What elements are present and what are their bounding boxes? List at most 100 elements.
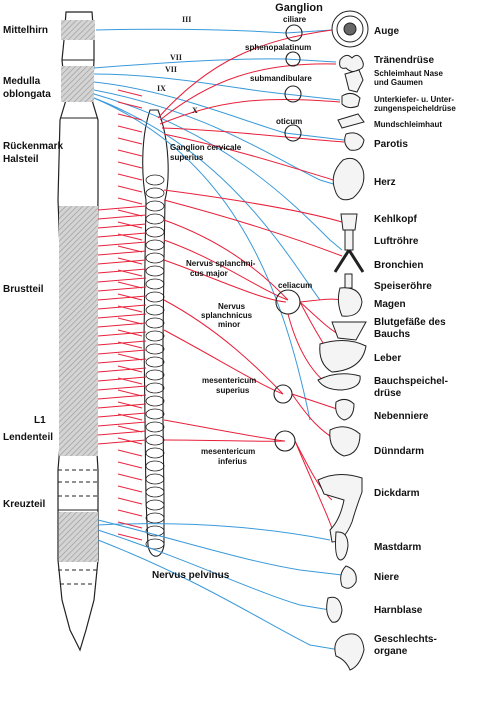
spinal-ray-fiber (117, 149, 143, 157)
preganglionic-fiber (97, 430, 147, 436)
spinal-ray-fiber (117, 209, 143, 217)
spinal-ray-fiber (117, 473, 143, 481)
parasympathetic-fiber (93, 81, 345, 141)
organ-adrenal: Nebenniere (374, 411, 429, 422)
spinal-ray-fiber (117, 533, 143, 541)
chain-ganglion (145, 408, 165, 420)
mesentericum-superius-label-2: superius (216, 386, 250, 395)
preganglionic-fiber (97, 394, 147, 400)
chain-ganglion (145, 473, 165, 485)
chain-ganglion (145, 421, 165, 433)
organ-larynx: Kehlkopf (374, 214, 417, 225)
organ-oral-mucosa: Mundschleimhaut (374, 120, 442, 129)
spinal-ray-fiber (117, 245, 143, 253)
organ-pancreas-2: drüse (374, 388, 402, 399)
spinal-ray-fiber (117, 521, 143, 529)
spinal-cord (57, 11, 99, 652)
parasympathetic-fiber (93, 89, 341, 187)
splanchnicus-minor-label-1: Nervus (218, 302, 246, 311)
ganglia (273, 24, 303, 452)
region-midbrain: Mittelhirn (3, 25, 48, 36)
chain-ganglion (145, 174, 165, 186)
ganglion-celiacum (275, 289, 301, 315)
region-sacral: Kreuzteil (3, 499, 45, 510)
chain-ganglion (145, 343, 165, 355)
kidney (340, 565, 357, 589)
sympathetic-head-fiber (157, 29, 333, 119)
parasympathetic-fibers (93, 28, 345, 651)
spinal-ray-fiber (117, 401, 143, 409)
region-spinal-cord: Rückenmark (3, 141, 63, 152)
parotid-gland (344, 132, 365, 151)
sympathetic-head-fiber (163, 189, 343, 223)
spinal-ray-fiber (117, 269, 143, 277)
chain-ganglion (145, 395, 165, 407)
small-intestine (329, 426, 361, 457)
preganglionic-fiber (97, 385, 147, 391)
organ-genitals-1: Geschlechts- (374, 634, 437, 645)
parasympathetic-fiber (93, 58, 337, 69)
parasympathetic-fiber (97, 539, 341, 651)
organ-stomach: Magen (374, 299, 406, 310)
preganglionic-fiber (97, 259, 147, 265)
spinal-ray-fiber (117, 485, 143, 493)
mesentericum-superius-label-1: mesentericum (202, 376, 256, 385)
chain-ganglion (145, 226, 165, 238)
hatch-midbrain (61, 20, 95, 40)
splanchnicus-major-label-2: cus major (190, 269, 228, 278)
organ-pancreas-1: Bauchspeichel- (374, 376, 448, 387)
chain-ganglion (145, 447, 165, 459)
hatch-medulla (61, 66, 94, 102)
genital-organs (334, 633, 365, 671)
spinal-ray-fiber (117, 317, 143, 325)
cranial-nerve-iii: III (182, 15, 191, 24)
pancreas (317, 373, 361, 391)
liver (319, 340, 367, 373)
nervus-pelvinus-label: Nervus pelvinus (152, 570, 230, 581)
preganglionic-fiber (97, 421, 147, 427)
parasympathetic-fiber (97, 529, 331, 611)
region-thoracic: Brustteil (3, 284, 44, 295)
spinal-ray-fiber (117, 281, 143, 289)
chain-ganglion (145, 525, 165, 537)
abdominal-vessels (331, 321, 367, 341)
organ-trachea: Luftröhre (374, 236, 419, 247)
preganglionic-fiber (97, 241, 147, 247)
spinal-ray-fiber (117, 437, 143, 445)
ganglion-oticum-label: oticum (276, 117, 302, 126)
organ-bladder: Harnblase (374, 605, 423, 616)
sympathetic-organ-fiber (299, 298, 343, 303)
preganglionic-fiber (97, 223, 147, 229)
organs (317, 10, 369, 671)
sympathetic-head-fiber (159, 63, 337, 121)
spinal-ray-fiber (117, 197, 143, 205)
organ-kidney: Niere (374, 572, 399, 583)
spinal-ray-fiber (117, 461, 143, 469)
region-l1: L1 (34, 415, 46, 426)
sympathetic-head-fiber (159, 99, 341, 125)
parasympathetic-fiber (93, 97, 321, 301)
chain-ganglion (145, 187, 165, 199)
ganglion-submandibulare (284, 85, 302, 103)
spinal-ray-fiber (117, 329, 143, 337)
labels: Ganglion III VII VII IX X Mittelhirn Med… (3, 2, 456, 657)
spinal-ray-fiber (117, 305, 143, 313)
chain-ganglion (145, 291, 165, 303)
spinal-ray-fiber (117, 425, 143, 433)
spinal-ray-fiber (117, 365, 143, 373)
preganglionic-fiber (97, 250, 147, 256)
sympathetic-head-fiber (163, 199, 343, 257)
spinal-ray-fiber (117, 389, 143, 397)
spinal-ray-fiber (117, 293, 143, 301)
spinal-ray-fiber (117, 233, 143, 241)
parasympathetic-fiber (97, 519, 343, 576)
chain-ganglion (145, 304, 165, 316)
mesentericum-inferius-label-2: inferius (218, 457, 247, 466)
chain-ganglion (145, 369, 165, 381)
hatch-thoracic (59, 206, 98, 456)
larynx (340, 213, 358, 231)
spinal-ray-fiber (117, 125, 143, 133)
sympathetic-organ-fiber (163, 419, 286, 442)
preganglionic-fiber (97, 403, 147, 409)
